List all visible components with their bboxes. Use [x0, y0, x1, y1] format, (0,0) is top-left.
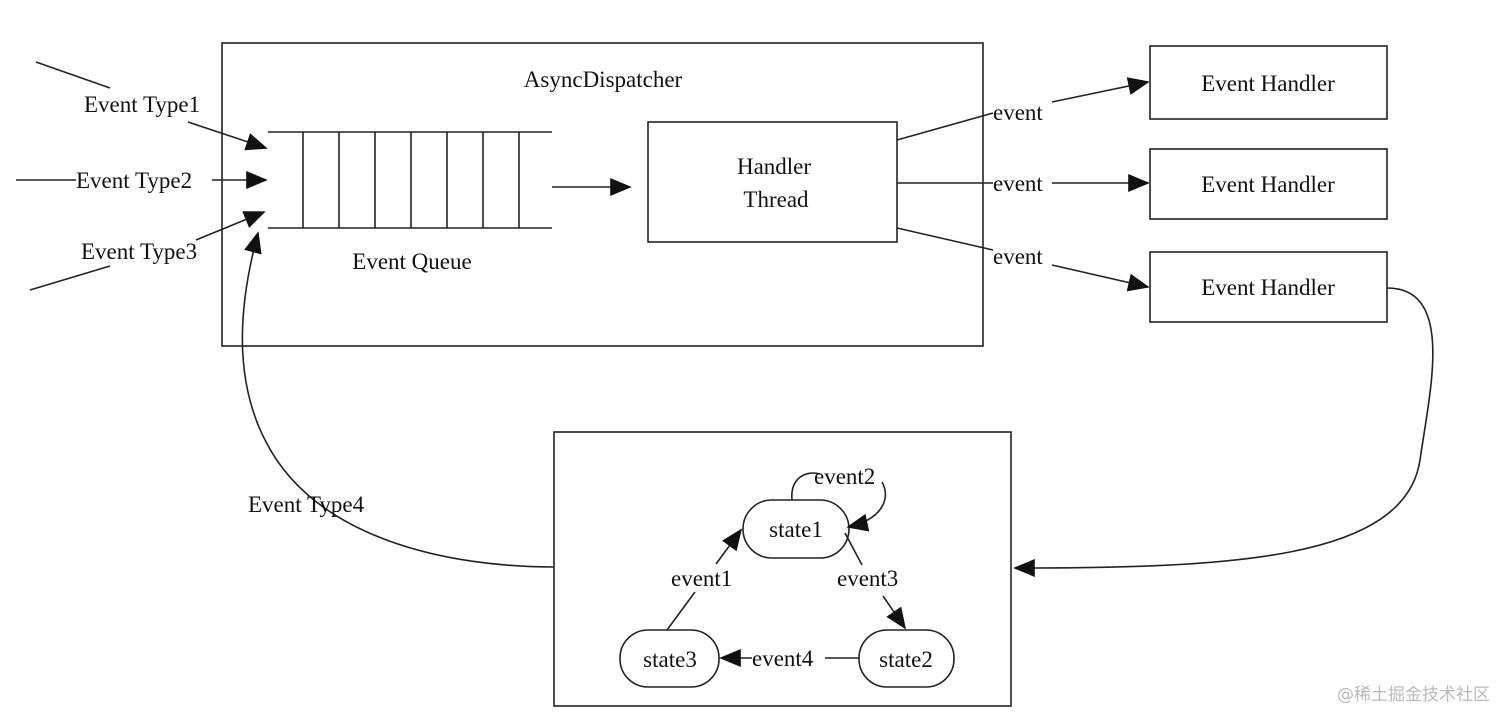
event-to-handler-3-arrow: [1051, 264, 1150, 292]
event-handler-box-2: [1149, 148, 1388, 220]
event2-label: event2: [814, 464, 875, 489]
edge-label-event-3: event: [993, 244, 1043, 269]
event-type3-tail: [29, 265, 111, 291]
event-queue: [268, 131, 552, 229]
event-type2-label: Event Type2: [76, 168, 192, 193]
thread-to-event-label-3: [896, 227, 994, 251]
state3-label: state3: [643, 647, 697, 672]
event-handler-label-3: Event Handler: [1201, 275, 1335, 300]
event3-arrow: [882, 595, 907, 630]
handler-to-state-machine-arrow: [1013, 287, 1434, 577]
state1-label: state1: [769, 517, 823, 542]
event1-line: [666, 591, 696, 631]
event-type1-label: Event Type1: [84, 92, 200, 117]
event-handler-box-3: [1149, 251, 1388, 323]
event1-arrow: [715, 528, 743, 565]
event2-self-loop-arrow: [791, 472, 887, 527]
event-type1-arrow: [187, 121, 268, 151]
event-queue-label: Event Queue: [352, 249, 471, 274]
event-type4-label: Event Type4: [248, 492, 365, 517]
edge-label-event-1: event: [993, 100, 1043, 125]
event-handler-label-2: Event Handler: [1201, 172, 1335, 197]
event-type3-arrow: [195, 211, 266, 241]
event-type1-tail: [35, 61, 111, 89]
edge-label-event-2: event: [993, 171, 1043, 196]
async-dispatcher-title: AsyncDispatcher: [524, 67, 683, 92]
event-type4-arrow: [241, 231, 555, 568]
state3-node: [619, 629, 720, 688]
event-handler-label-1: Event Handler: [1201, 71, 1335, 96]
event3-line: [844, 532, 863, 566]
event-handler-box-1: [1149, 45, 1388, 120]
handler-thread-box: [647, 121, 898, 243]
event4-label: event4: [752, 646, 814, 671]
event1-label: event1: [671, 566, 732, 591]
state2-label: state2: [879, 647, 933, 672]
event3-label: event3: [837, 566, 898, 591]
thread-to-event-label-1: [896, 112, 994, 141]
event-to-handler-1-arrow: [1051, 77, 1150, 103]
watermark: @稀土掘金技术社区: [1337, 685, 1490, 705]
event-type3-label: Event Type3: [81, 239, 197, 264]
handler-thread-label-line1: Handler: [737, 154, 811, 179]
handler-thread-label-line2: Thread: [743, 187, 809, 212]
